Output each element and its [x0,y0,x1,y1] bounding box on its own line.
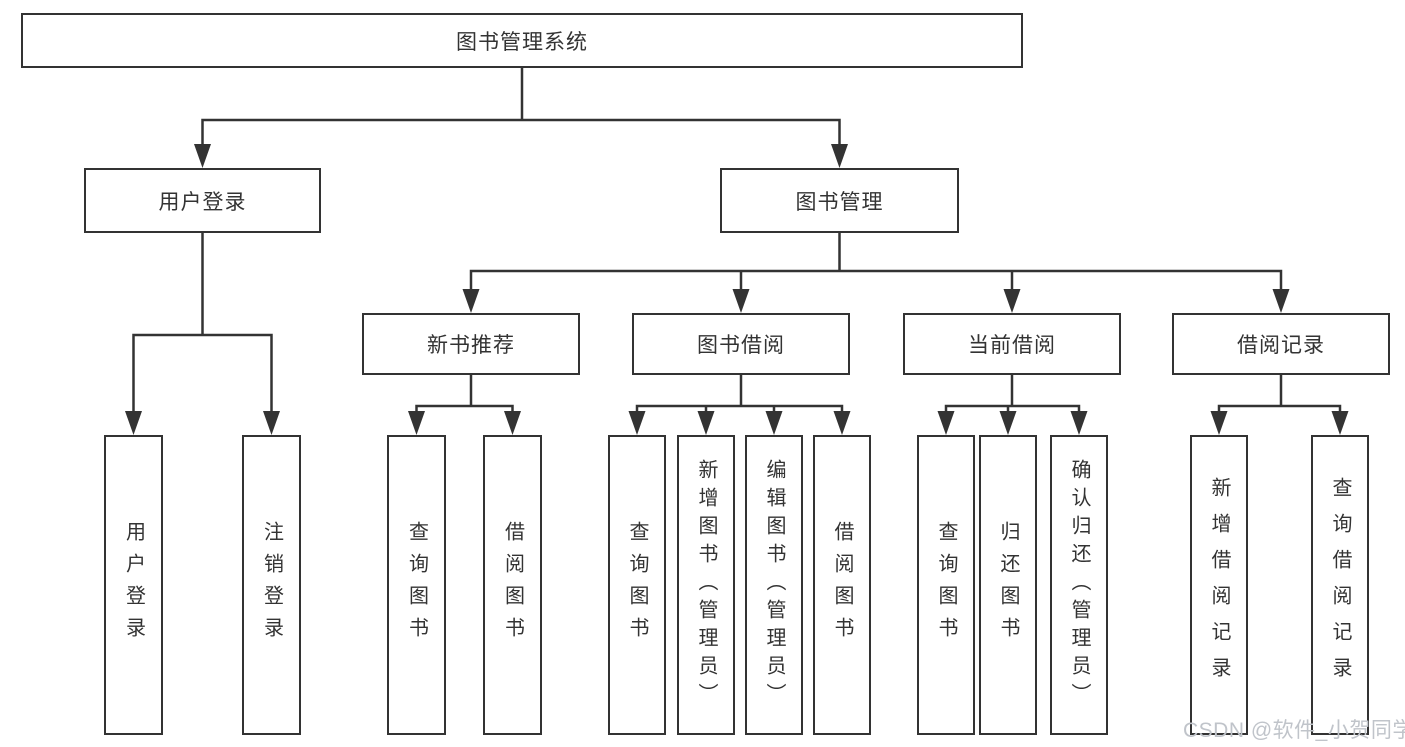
watermark: CSDN @软件_小贺同学 [1183,719,1405,742]
node-borrow-books-2: 借阅图书 [813,435,871,735]
node-label: 图书管理系统 [456,30,588,54]
node-add-books-admin: 新增图书（管理员） [677,435,735,735]
node-new-book-recommendation: 新书推荐 [362,313,580,375]
node-label: 新增借阅记录 [1208,477,1230,693]
node-book-management-system: 图书管理系统 [21,13,1023,68]
node-label: 用户登录 [158,190,247,214]
node-return-books: 归还图书 [979,435,1037,735]
node-label: 归还图书 [997,521,1019,649]
node-logout-leaf: 注销登录 [242,435,301,735]
node-label: 图书管理 [795,190,884,214]
node-label: 借阅记录 [1237,334,1325,357]
node-current-borrowing: 当前借阅 [903,313,1121,375]
node-book-borrowing: 图书借阅 [632,313,850,375]
node-label: 当前借阅 [968,334,1056,357]
arrowheads [125,144,1349,435]
node-query-books-3: 查询图书 [917,435,975,735]
node-label: 查询图书 [405,521,428,649]
node-add-borrow-record: 新增借阅记录 [1190,435,1248,735]
node-label: 新增图书（管理员） [695,459,717,711]
node-user-login: 用户登录 [84,168,321,233]
node-label: 确认归还（管理员） [1068,459,1090,711]
node-label: 编辑图书（管理员） [763,459,785,711]
node-label: 查询图书 [626,521,648,649]
node-book-management: 图书管理 [720,168,959,233]
node-label: 查询图书 [935,521,957,649]
node-label: 新书推荐 [427,334,515,357]
node-query-books-1: 查询图书 [387,435,446,735]
node-query-borrow-record: 查询借阅记录 [1311,435,1369,735]
node-edit-books-admin: 编辑图书（管理员） [745,435,803,735]
node-confirm-return-admin: 确认归还（管理员） [1050,435,1108,735]
connector-stems [132,68,1342,414]
node-label: 注销登录 [260,521,283,649]
node-borrow-books-1: 借阅图书 [483,435,542,735]
node-label: 图书借阅 [697,334,785,357]
node-query-books-2: 查询图书 [608,435,666,735]
node-label: 查询借阅记录 [1329,477,1351,693]
node-borrowing-records: 借阅记录 [1172,313,1390,375]
node-label: 借阅图书 [831,521,853,649]
node-user-login-leaf: 用户登录 [104,435,163,735]
node-label: 借阅图书 [501,521,524,649]
node-label: 用户登录 [122,521,145,649]
